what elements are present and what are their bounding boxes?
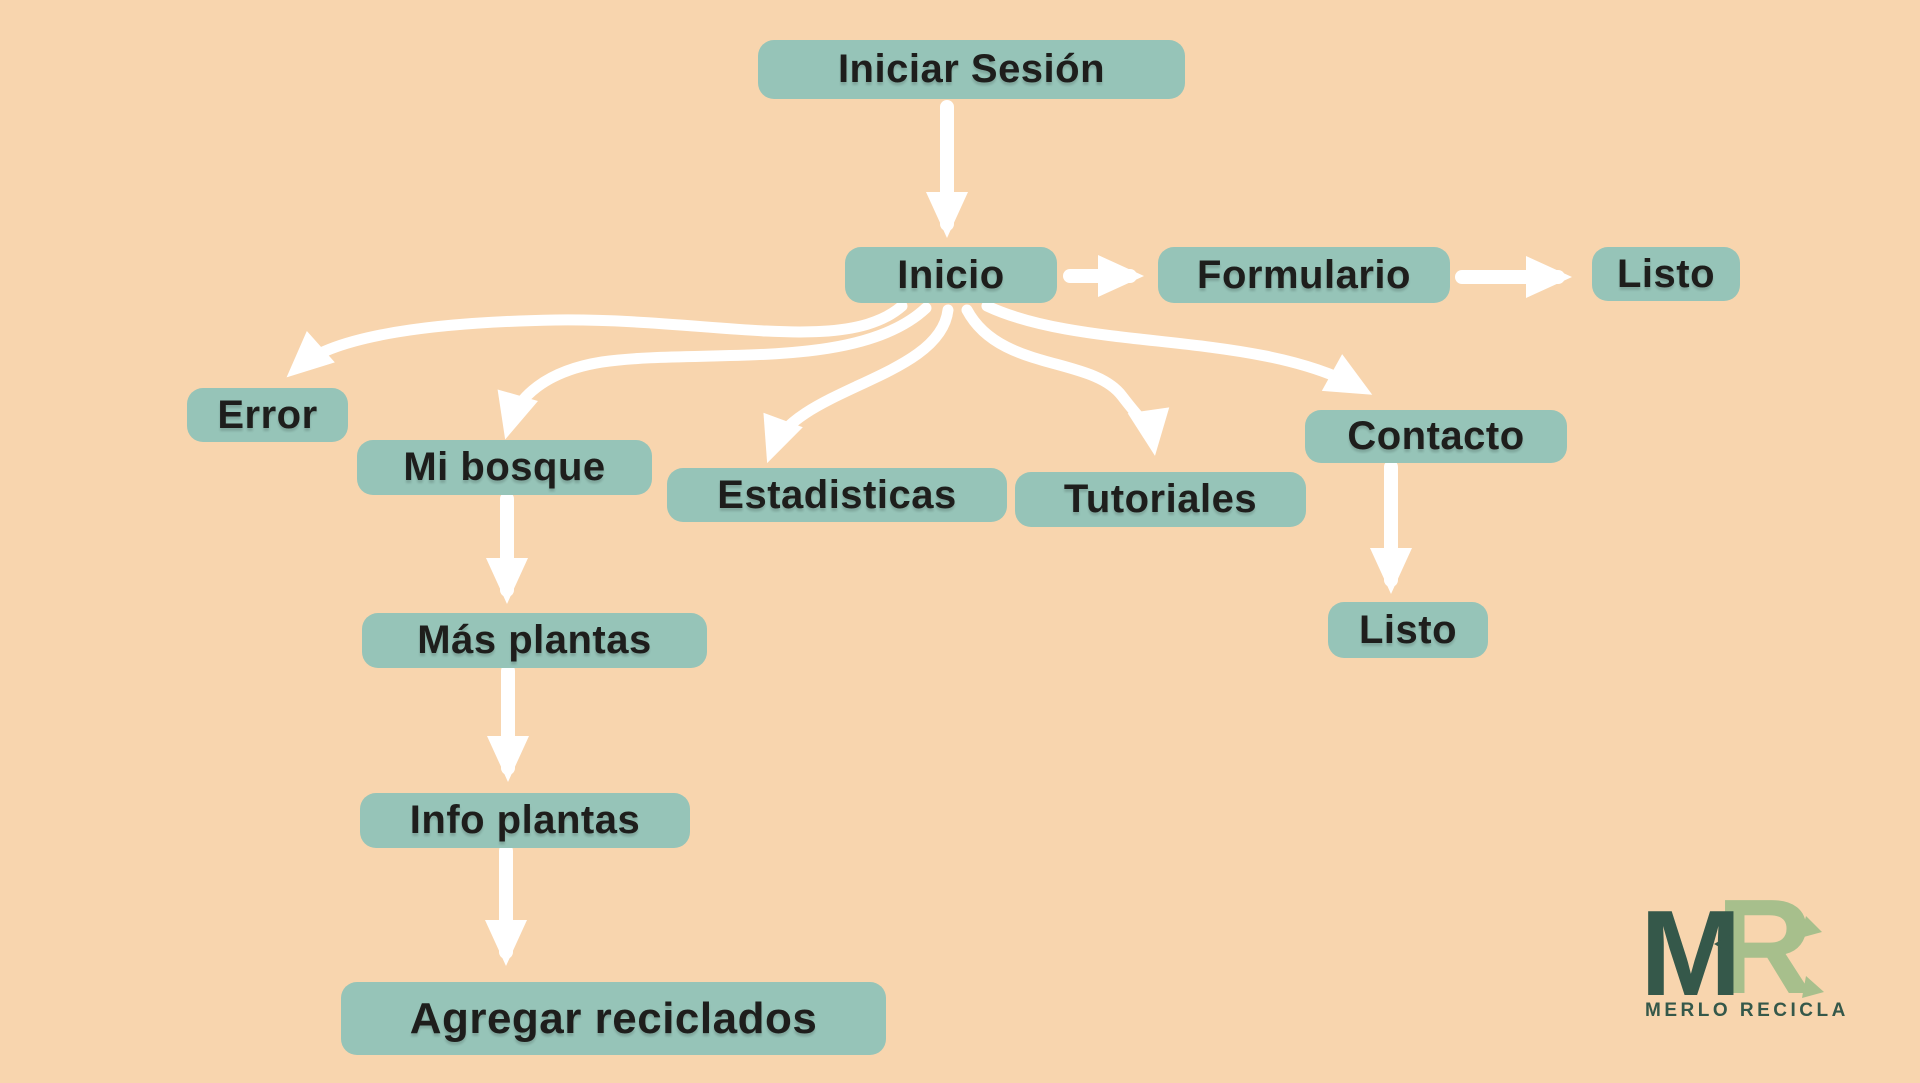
edge-inicio-to-tutoriales <box>961 304 1170 456</box>
logo-letter-m: M <box>1640 885 1742 1021</box>
logo-letter-r: R <box>1716 880 1814 1022</box>
node-tutoriales: Tutoriales <box>1015 472 1306 527</box>
edge-inicio-to-contacto <box>981 300 1373 395</box>
node-estadisticas: Estadisticas <box>667 468 1007 522</box>
node-mas-plantas: Más plantas <box>362 613 707 668</box>
node-inicio: Inicio <box>845 247 1057 303</box>
logo-recycle-arrow-leg-icon <box>1802 976 1824 998</box>
node-info-plantas: Info plantas <box>360 793 690 848</box>
node-listo-formulario: Listo <box>1592 247 1740 301</box>
node-iniciar-sesion: Iniciar Sesión <box>758 40 1185 99</box>
logo-recycle-arrow-top-icon <box>1800 916 1822 938</box>
logo-recycle-arrow-left-icon <box>1714 934 1732 954</box>
node-listo-contacto: Listo <box>1328 602 1488 658</box>
merlo-recicla-logo: R M <box>1640 880 1824 1022</box>
node-agregar-reciclados: Agregar reciclados <box>341 982 886 1055</box>
node-error: Error <box>187 388 348 442</box>
node-formulario: Formulario <box>1158 247 1450 303</box>
edge-inicio-to-error <box>286 300 908 378</box>
node-contacto: Contacto <box>1305 410 1567 463</box>
node-mi-bosque: Mi bosque <box>357 440 652 495</box>
edge-inicio-to-mi-bosque <box>497 302 932 440</box>
logo-caption: MERLO RECICLA <box>1645 1000 1849 1021</box>
edge-inicio-to-estadisticas <box>763 304 954 464</box>
